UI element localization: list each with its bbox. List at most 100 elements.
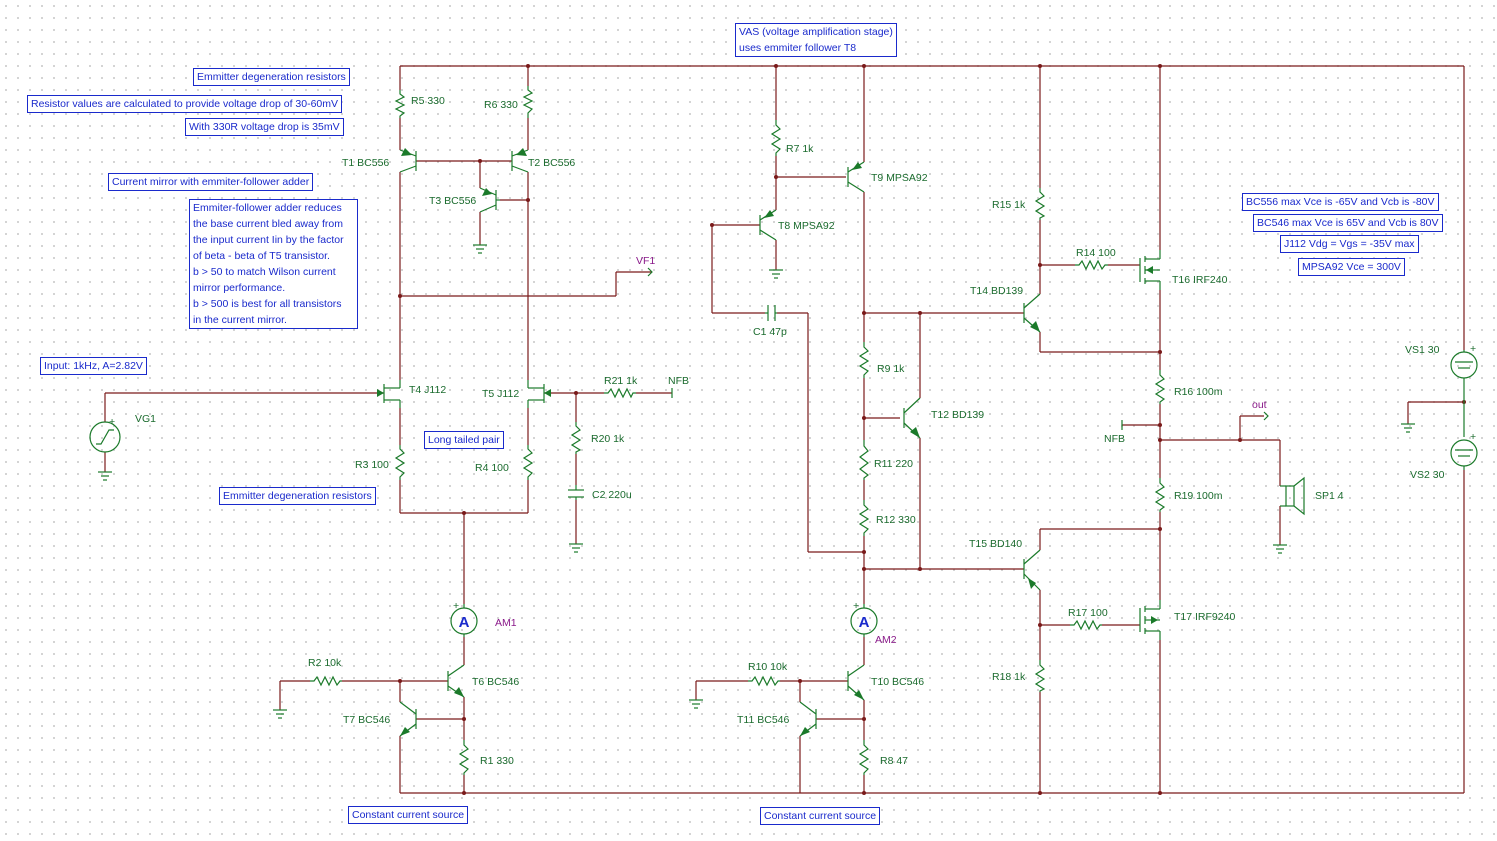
ground-t8 [769, 269, 783, 279]
label-t16: T16 IRF240 [1172, 274, 1228, 286]
label-vg1: VG1 [135, 413, 156, 425]
label-r14: R14 100 [1076, 247, 1116, 259]
resistor-r5 [394, 90, 406, 118]
note-ccs-left: Constant current source [348, 806, 469, 824]
sources [89, 350, 1478, 637]
transistor-t5 [527, 380, 551, 408]
label-t5: T5 J112 [482, 388, 519, 400]
label-r15: R15 1k [992, 199, 1026, 211]
ground-sp1 [1273, 544, 1287, 554]
resistor-r1 [458, 740, 470, 775]
terminals [647, 267, 1269, 430]
label-r12: R12 330 [876, 514, 916, 526]
transistor-t17 [1139, 600, 1161, 640]
label-r5: R5 330 [411, 95, 445, 107]
resistor-r2 [310, 675, 342, 687]
note-vas: VAS (voltage amplification stage) uses e… [735, 23, 897, 57]
ground-c2 [569, 543, 583, 553]
label-t11: T11 BC546 [737, 714, 789, 726]
label-r18: R18 1k [992, 671, 1026, 683]
note-mpsa92: MPSA92 Vce = 300V [1298, 258, 1405, 276]
note-emitter-follower-adder: Emmiter-follower adder reduces the base … [189, 199, 358, 329]
resistor-r12 [858, 500, 870, 536]
label-r4: R4 100 [475, 462, 509, 474]
note-j112: J112 Vdg = Vgs = -35V max [1280, 235, 1419, 253]
label-vs2: VS2 30 [1410, 469, 1445, 481]
ammeter-am1 [450, 604, 478, 637]
capacitors [568, 305, 777, 500]
transistor-t15 [1023, 549, 1041, 591]
label-nfb-input: NFB [668, 375, 689, 387]
resistor-r4 [522, 445, 534, 480]
transistor-t11 [799, 701, 817, 737]
resistor-r7 [770, 120, 782, 156]
label-r3: R3 100 [355, 459, 389, 471]
note-bc546: BC546 max Vce is 65V and Vcb is 80V [1253, 214, 1443, 232]
resistor-r20 [570, 422, 582, 454]
resistor-r9 [858, 342, 870, 378]
note-degeneration-top: Emmitter degeneration resistors [193, 68, 350, 86]
transistor-t2 [511, 148, 529, 173]
transistor-t9 [847, 161, 865, 193]
label-r11: R11 220 [874, 458, 913, 470]
grounds [98, 244, 1415, 719]
resistor-r3 [394, 445, 406, 480]
label-r1: R1 330 [480, 755, 514, 767]
ground-r10 [689, 699, 703, 709]
ammeter-am2 [850, 604, 878, 637]
label-r20: R20 1k [591, 433, 625, 445]
ground-t3 [473, 244, 487, 254]
supply-vs1 [1450, 350, 1478, 437]
label-c2: C2 220u [592, 489, 632, 501]
label-t7: T7 BC546 [343, 714, 390, 726]
resistor-r15 [1034, 188, 1046, 220]
speaker-sp1 [1280, 476, 1305, 516]
transistor-t4 [377, 380, 401, 408]
transistor-t1 [399, 148, 417, 173]
plus-vg1: + [109, 416, 115, 428]
label-t17: T17 IRF9240 [1174, 611, 1235, 623]
label-t4: T4 J112 [409, 384, 446, 396]
transistor-t7 [399, 701, 417, 737]
label-r8: R8 47 [880, 755, 908, 767]
ground-vs [1401, 423, 1415, 433]
resistor-r6 [522, 86, 534, 118]
label-r10: R10 10k [748, 661, 788, 673]
transistor-t8 [759, 209, 777, 241]
resistor-r11 [859, 440, 869, 480]
resistor-r21 [604, 387, 636, 399]
note-long-tailed-pair: Long tailed pair [424, 431, 504, 449]
label-r9: R9 1k [877, 363, 905, 375]
resistor-r16 [1154, 370, 1166, 404]
label-r16: R16 100m [1174, 386, 1223, 398]
component-labels: R5 330 R6 330 T1 BC556 T2 BC556 T3 BC556… [109, 95, 1476, 767]
capacitor-c2 [568, 485, 584, 500]
label-out: out [1252, 399, 1267, 411]
resistor-r18 [1034, 660, 1046, 692]
label-r2: R2 10k [308, 657, 342, 669]
note-current-mirror: Current mirror with emmiter-follower add… [108, 173, 314, 191]
note-degeneration-bottom: Emmitter degeneration resistors [219, 487, 376, 505]
supply-vs2 [1450, 439, 1478, 470]
plus-am2: + [853, 600, 859, 612]
label-t9: T9 MPSA92 [871, 172, 928, 184]
resistor-r19 [1154, 478, 1166, 512]
note-bc556: BC556 max Vce is -65V and Vcb is -80V [1242, 193, 1439, 211]
label-t6: T6 BC546 [472, 676, 519, 688]
label-t8: T8 MPSA92 [778, 220, 835, 232]
label-t2: T2 BC556 [528, 157, 575, 169]
label-t10: T10 BC546 [871, 676, 924, 688]
label-sp1: SP1 4 [1315, 490, 1344, 502]
wires [104, 65, 1465, 794]
label-t14: T14 BD139 [970, 285, 1023, 297]
transistor-t6 [447, 664, 465, 698]
note-resistor-calc: Resistor values are calculated to provid… [27, 95, 343, 113]
label-r7: R7 1k [786, 143, 814, 155]
transistor-t12 [903, 397, 921, 439]
transistor-t16 [1139, 250, 1161, 290]
label-r17: R17 100 [1068, 607, 1108, 619]
label-r19: R19 100m [1174, 490, 1223, 502]
resistor-r10 [748, 675, 780, 687]
resistor-r14 [1075, 259, 1108, 271]
